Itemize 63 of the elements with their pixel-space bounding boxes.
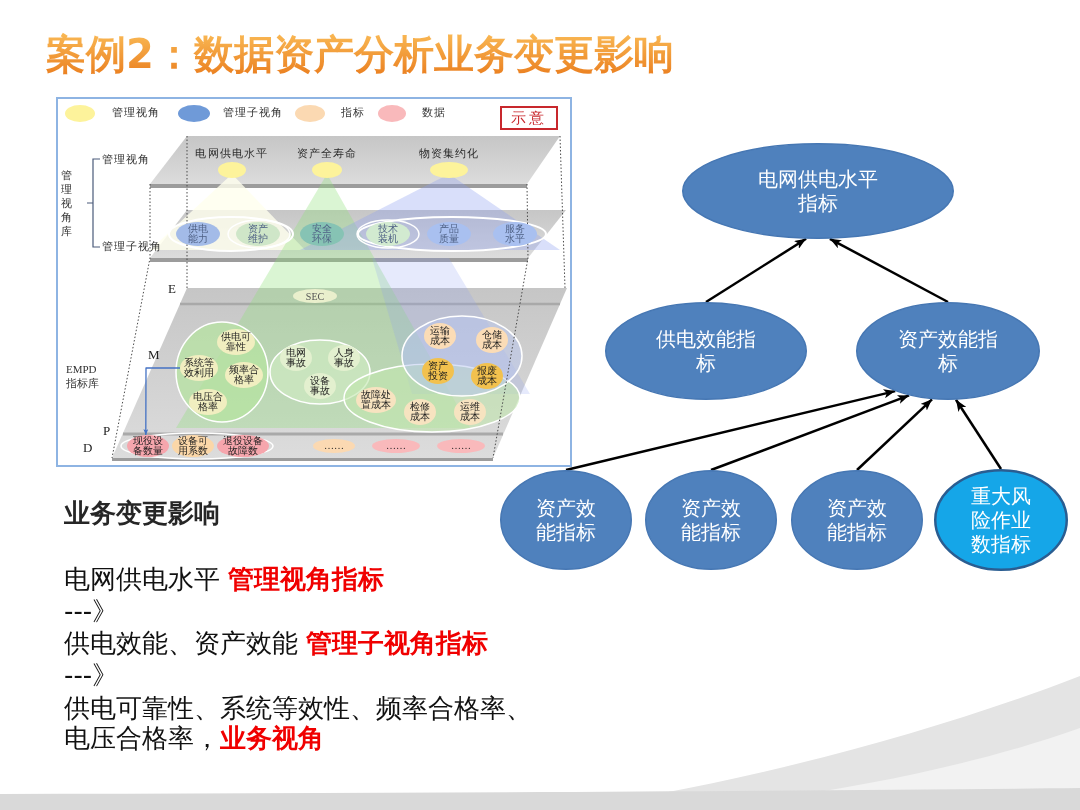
indicator-node: 资产效能指标: [645, 470, 777, 570]
arrow: [143, 367, 181, 436]
metric-node: ……: [313, 439, 355, 453]
indicator-node: 电网供电水平指标: [682, 143, 954, 239]
legend-label: 指标: [341, 106, 365, 120]
indicator-node: 重大风险作业数指标: [934, 469, 1068, 571]
metric-node: 电压合格率: [189, 389, 227, 415]
indicator-node: 供电效能指标: [605, 302, 807, 400]
metric-node: 人身事故: [328, 345, 360, 371]
metric-node: 故障处置成本: [356, 387, 396, 413]
arrow: [710, 394, 910, 472]
view-node: 物资集约化: [408, 147, 490, 178]
layer-letter: D: [83, 440, 93, 455]
metric-node: 仓储成本: [476, 327, 508, 353]
layer-label: 管理子视角: [102, 240, 162, 253]
body-text: 电网供电水平 管理视角指标: [64, 563, 385, 595]
metric-node: 电网事故: [280, 345, 312, 371]
metric-node: 设备事故: [304, 373, 336, 399]
stamp: 示意: [500, 106, 558, 130]
indicator-node: 资产效能指标: [856, 302, 1040, 400]
sub-view-node: 技术装机: [366, 222, 410, 246]
layer-letter: E: [168, 281, 176, 296]
metric-node: 设备可用系数: [172, 435, 214, 457]
arrow: [856, 398, 933, 471]
metric-node: 运维成本: [454, 399, 486, 425]
body-text: 供电效能、资产效能 管理子视角指标: [64, 627, 489, 659]
sub-view-node: 服务水平: [493, 222, 537, 246]
legend-label: 管理子视角: [223, 106, 283, 120]
metric-node: 资产投资: [422, 358, 454, 384]
metric-node: 检修成本: [404, 399, 436, 425]
record-node: ……: [372, 439, 420, 453]
arrow: [829, 237, 949, 304]
sub-view-node: 供电能力: [176, 222, 220, 246]
metric-node: 运输成本: [424, 323, 456, 349]
view-node: 电网供电水平: [191, 147, 273, 178]
body-text: ---》: [64, 659, 119, 691]
metric-node: 频率合格率: [225, 362, 263, 388]
record-node: ……: [437, 439, 485, 453]
section-heading: 业务变更影响: [64, 497, 220, 529]
view-node: 资产全寿命: [286, 147, 368, 178]
legend-label: 数据: [422, 106, 446, 120]
library-label: EMPD 指标库: [66, 362, 100, 390]
body-text: 供电可靠性、系统等效性、频率合格率、电压合格率，业务视角: [64, 693, 533, 753]
indicator-node: 资产效能指标: [500, 470, 632, 570]
metric-node: 报废成本: [471, 363, 503, 389]
body-text: ---》: [64, 595, 119, 627]
indicator-node: 资产效能指标: [791, 470, 923, 570]
sub-view-node: 资产维护: [236, 222, 280, 246]
arrow: [705, 237, 807, 304]
legend-label: 管理视角: [112, 106, 160, 120]
arrow: [565, 389, 896, 472]
library-label: 管理视角库: [61, 168, 72, 238]
layer-letter: M: [148, 347, 160, 362]
arrow: [954, 399, 1003, 470]
metric-node: 系统等效利用: [180, 355, 218, 381]
record-node: 现役设备数量: [127, 435, 169, 457]
metric-node: SEC: [293, 289, 337, 303]
layer-label: 管理视角: [102, 153, 150, 166]
record-node: 退役设备故障数: [217, 435, 269, 457]
sub-view-node: 安全环保: [300, 222, 344, 246]
layer-letter: P: [103, 423, 111, 438]
metric-node: 供电可靠性: [217, 329, 255, 355]
sub-view-node: 产品质量: [427, 222, 471, 246]
